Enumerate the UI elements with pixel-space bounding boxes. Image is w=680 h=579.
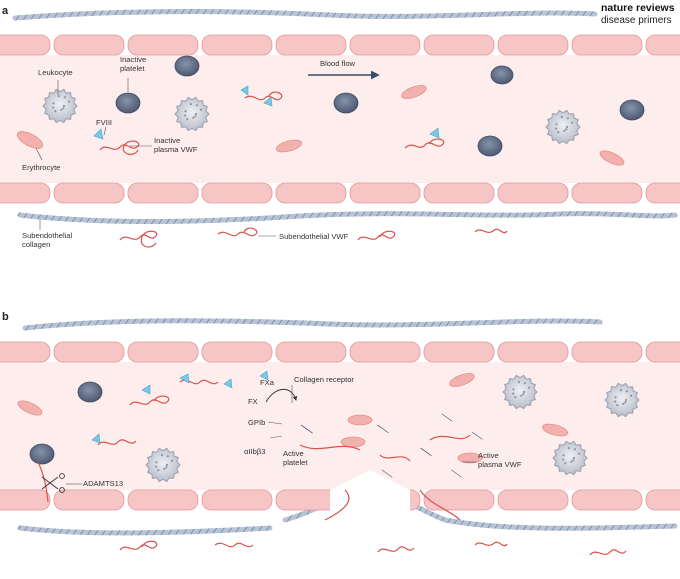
label-adamts13: ADAMTS13 (83, 479, 123, 488)
panel-b: b (0, 311, 680, 556)
endothelial-cell (571, 341, 643, 363)
endothelial-cell (0, 489, 51, 511)
endothelial-cell (127, 341, 199, 363)
endothelial-cell (645, 489, 680, 511)
panel-a-letter: a (2, 5, 9, 17)
label-collagen-receptor: Collagen receptor (294, 375, 354, 384)
endothelial-cell (349, 34, 421, 56)
endothelial-cell (571, 182, 643, 204)
collagen-top-b (22, 318, 603, 331)
endothelial-cell (127, 182, 199, 204)
brand-logo: nature reviews disease primers (601, 2, 675, 26)
endothelial-cell (53, 34, 125, 56)
label-blood-flow: Blood flow (320, 59, 356, 68)
subendothelial-vwf (119, 227, 508, 248)
endothelial-cell (497, 341, 569, 363)
leukocyte-cell (145, 447, 181, 483)
subendothelial-vwf (119, 540, 627, 556)
collagen-top-a (12, 9, 598, 21)
leukocyte-cell (604, 382, 640, 418)
leukocyte-cell (545, 109, 581, 145)
endothelial-cell (645, 34, 680, 56)
leukocyte-cell (502, 374, 538, 410)
plasma-vwf (37, 379, 219, 503)
endothelial-cell (497, 489, 569, 511)
panel-b-letter: b (2, 311, 9, 323)
endothelial-cell (423, 489, 495, 511)
label-leukocyte: Leukocyte (38, 68, 73, 77)
collagen-bottom-a (17, 211, 678, 225)
label-aiib3: αIIbβ3 (244, 447, 265, 456)
label-fx: FX (248, 397, 258, 406)
endothelial-cell (0, 34, 51, 56)
leukocyte-cell (552, 440, 588, 476)
endothelial-cell (127, 489, 199, 511)
endothelial-cell (571, 34, 643, 56)
endothelial-cell (53, 182, 125, 204)
label-fviii: FVIII (96, 118, 112, 127)
leader-lines-b (66, 385, 476, 485)
endothelial-cell (423, 341, 495, 363)
endothelial-cell (53, 489, 125, 511)
endothelial-cell (645, 341, 680, 363)
inactive-platelet (29, 381, 103, 465)
inactive-platelet (115, 55, 645, 157)
endothelial-cell (201, 182, 273, 204)
erythrocyte-cell (16, 85, 625, 166)
endothelial-cell (201, 341, 273, 363)
label-fxa: FXa (260, 378, 275, 387)
endothelial-cell (127, 34, 199, 56)
endothelial-cell (349, 182, 421, 204)
endothelial-cell (201, 34, 273, 56)
fviii-factor (91, 370, 269, 444)
platelet-aggregate (299, 413, 483, 521)
leukocyte-cell (174, 96, 210, 132)
endothelium-top-a (0, 34, 680, 56)
panel-a: a (0, 5, 680, 249)
fviii-factor (93, 85, 440, 140)
vessel-injury-gap (330, 470, 410, 520)
endothelial-cell (423, 182, 495, 204)
active-platelet (300, 424, 313, 434)
endothelial-cell (0, 182, 51, 204)
endothelium-top-b (0, 341, 680, 363)
endothelial-cell (497, 182, 569, 204)
fx-conversion-arrow (265, 388, 298, 403)
endothelial-cell (275, 34, 347, 56)
label-erythrocyte: Erythrocyte (22, 163, 60, 172)
label-gpib: GPIb (248, 418, 265, 427)
endothelial-cell (571, 489, 643, 511)
endothelial-cell (201, 489, 273, 511)
endothelium-bottom-a (0, 182, 680, 204)
endothelial-cell (645, 182, 680, 204)
endothelial-cell (53, 341, 125, 363)
endothelial-cell (497, 34, 569, 56)
label-subendothelial-vwf: Subendothelial VWF (279, 232, 349, 241)
brand-line-1: nature reviews (601, 2, 675, 14)
panel-b-labels: FXa Collagen receptor FX GPIb αIIbβ3 Act… (83, 375, 522, 488)
leader-lines-a (35, 78, 276, 237)
endothelial-cell (275, 341, 347, 363)
erythrocyte-cell (17, 373, 569, 464)
brand-line-2: disease primers (601, 15, 672, 26)
endothelial-cell (349, 341, 421, 363)
endothelial-cell (423, 34, 495, 56)
endothelial-cell (275, 182, 347, 204)
leukocyte-cell (42, 88, 78, 124)
adamts13-scissors-icon (41, 473, 65, 493)
endothelial-cell (0, 341, 51, 363)
